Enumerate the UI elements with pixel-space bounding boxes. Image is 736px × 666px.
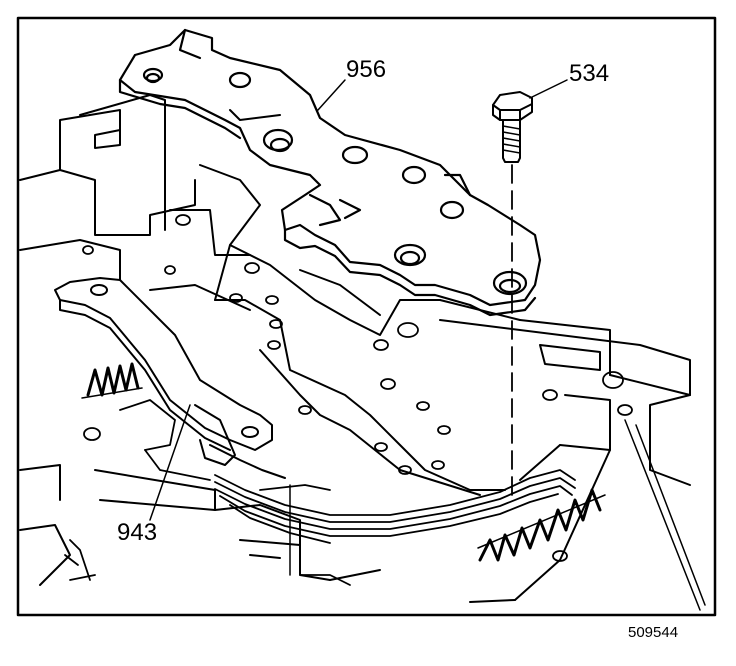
wiring-harness — [214, 469, 576, 576]
coil-spring-left — [81, 362, 143, 399]
separator-plate — [149, 164, 521, 496]
bolt-part-534 — [492, 91, 533, 163]
left-components — [64, 399, 351, 586]
spring-retainer-part-943 — [54, 277, 286, 479]
leader-line-943 — [149, 404, 191, 521]
coil-spring-right — [477, 488, 606, 562]
callout-label-534: 534 — [569, 60, 610, 87]
callout-label-943: 943 — [117, 519, 158, 546]
figure-frame — [16, 16, 717, 617]
leader-line-956 — [317, 79, 346, 111]
callout-label-956: 956 — [346, 56, 387, 83]
plate-holes — [82, 214, 633, 562]
leader-line-534 — [529, 79, 568, 99]
bracket-part-956 — [118, 28, 542, 317]
figure-number: 509544 — [628, 624, 679, 641]
